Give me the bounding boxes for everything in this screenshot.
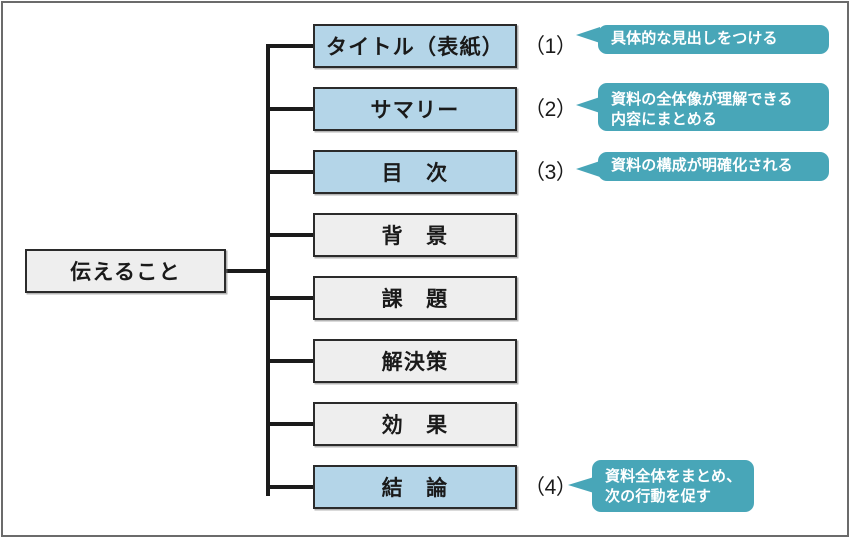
node-effect[interactable]: 効 果 [313,402,517,446]
node-table-of-contents[interactable]: 目 次 [313,150,517,194]
step-number-4: （4） [524,476,577,499]
callout-summary: 資料の全体像が理解できる 内容にまとめる [598,83,829,131]
branch-line-8 [266,485,315,489]
step-number-1: （1） [524,35,577,58]
branch-line-2 [266,107,315,111]
callout-conclusion: 資料全体をまとめ、 次の行動を促す [592,460,754,512]
step-number-3: （3） [524,161,577,184]
branch-line-3 [266,170,315,174]
callout-tail-2 [576,97,600,113]
callout-table-of-contents: 資料の構成が明確化される [598,152,829,181]
branch-line-6 [266,359,315,363]
node-summary[interactable]: サマリー [313,87,517,131]
callout-tail-4 [568,477,594,493]
node-solution[interactable]: 解決策 [313,339,517,383]
node-background[interactable]: 背 景 [313,213,517,257]
callout-title-cover: 具体的な見出しをつける [598,25,829,54]
node-issue[interactable]: 課 題 [313,276,517,320]
callout-tail-3 [576,161,600,177]
branch-line-1 [266,44,315,48]
branch-line-4 [266,233,315,237]
root-node-transmit[interactable]: 伝えること [25,249,226,293]
callout-tail-1 [576,27,600,43]
branch-line-7 [266,422,315,426]
branch-line-5 [266,296,315,300]
step-number-2: （2） [524,98,577,121]
node-conclusion[interactable]: 結 論 [313,465,517,509]
root-connector-line [226,269,270,273]
trunk-vertical-line [266,44,270,496]
node-title-cover[interactable]: タイトル（表紙） [313,24,517,68]
